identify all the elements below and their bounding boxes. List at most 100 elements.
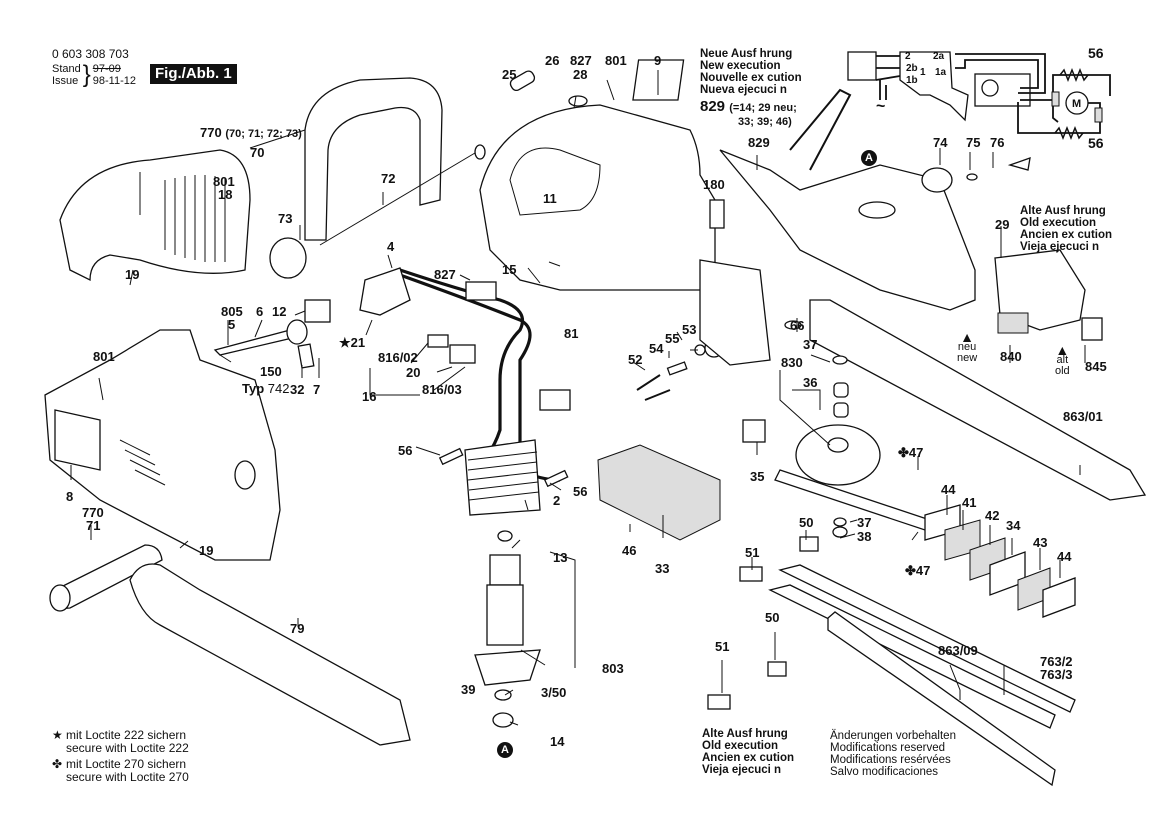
stand-value: 97-09 — [92, 63, 121, 75]
part-label: 79 — [290, 621, 305, 636]
note-de: Alte Ausf hrung — [702, 728, 788, 740]
club-icon: ✤ — [905, 563, 916, 578]
arrow-up-icon: ▲ — [960, 329, 975, 345]
part-label: 863/09 — [938, 643, 978, 658]
cover-ribs — [164, 175, 226, 262]
part-label: 51 — [745, 545, 760, 560]
bearing-14 — [492, 712, 514, 728]
kit-770-part: 770 — [200, 125, 222, 140]
gear-hub — [827, 437, 849, 453]
cover-plate-8 — [54, 409, 101, 471]
legend-club: ✤ mit Loctite 270 sichern secure with Lo… — [52, 758, 189, 784]
nut-75 — [966, 173, 978, 181]
part-label: 11 — [543, 191, 557, 206]
handle-knob-73 — [269, 237, 307, 279]
leader-lines — [70, 70, 1086, 726]
stator-laminations — [467, 451, 540, 501]
part-label: 26 — [545, 53, 560, 68]
part-label: 18 — [218, 187, 233, 202]
part-label: 5 — [228, 317, 236, 332]
plate-44b — [1042, 577, 1076, 618]
part-label: 66 — [790, 318, 805, 333]
typ-value: 742 — [267, 381, 290, 396]
new-execution-note: Neue Ausf hrung New execution Nouvelle e… — [700, 48, 802, 96]
kit-770-contents: (70; 71; 72; 73) — [225, 128, 302, 140]
base-rail-79 — [129, 563, 411, 746]
part-label: 32 — [290, 382, 305, 397]
clip-76 — [1007, 157, 1031, 171]
motor-cover-18 — [59, 149, 251, 282]
label-180 — [709, 199, 725, 229]
part-label: 8 — [66, 489, 74, 504]
cable-grommet — [286, 319, 308, 345]
kit-829-part: 829 — [700, 98, 726, 115]
part-label: 53 — [682, 322, 697, 337]
clamp-51b — [707, 694, 731, 710]
brace: } — [82, 61, 91, 88]
legend-star-en: secure with Loctite 222 — [66, 741, 189, 755]
part-label: 816/03 — [422, 382, 462, 397]
bushing-36b — [833, 402, 849, 418]
part-label: 56 — [1088, 135, 1104, 151]
notice-en: Modifications reserved — [830, 742, 946, 754]
typ-label: Typ 742 — [242, 382, 289, 396]
kit-829-contents-2: 33; 39; 46) — [738, 116, 792, 128]
part-label: 38 — [857, 529, 872, 544]
issue-label: Issue — [52, 75, 79, 87]
part-label: 70 — [250, 145, 265, 160]
star-icon: ★ — [339, 335, 351, 350]
part-label: 840 — [1000, 349, 1022, 364]
note-en: New execution — [700, 60, 781, 72]
part-label: 75 — [966, 135, 981, 150]
part-label: 36 — [803, 375, 818, 390]
tube-end — [49, 584, 71, 612]
gearbox-829 — [719, 149, 976, 311]
note-en: Old execution — [702, 740, 779, 752]
note-de: Neue Ausf hrung — [700, 48, 793, 60]
part-label: 845 — [1085, 359, 1107, 374]
part-label: 816/02 — [378, 350, 418, 365]
kit-829-contents-1: (=14; 29 neu; — [729, 102, 797, 114]
part-label: 16 — [362, 389, 377, 404]
part-label: 39 — [461, 682, 476, 697]
part-label: 801 — [605, 53, 627, 68]
note-fr: Ancien ex cution — [702, 752, 795, 764]
part-label: 827 — [434, 267, 456, 282]
note-de: Alte Ausf hrung — [1020, 205, 1106, 217]
part-number: 47 — [908, 445, 924, 460]
loctite-legend: ★ mit Loctite 222 sichern secure with Lo… — [52, 729, 189, 784]
gear-830 — [795, 424, 881, 486]
part-label: 14 — [550, 734, 565, 749]
arrow-up-icon: ▲ — [1055, 342, 1070, 358]
housing-left-801 — [44, 329, 281, 561]
plate-845 — [1081, 317, 1103, 341]
part-label: 50 — [765, 610, 780, 625]
wiring-schematic — [847, 51, 1111, 141]
knob-74 — [921, 167, 953, 193]
part-label: 763/3 — [1040, 667, 1073, 682]
notice-de: Änderungen vorbehalten — [830, 730, 956, 742]
guide-35 — [742, 419, 766, 443]
part-label: 805 — [221, 304, 243, 319]
note-fr: Ancien ex cution — [1020, 229, 1113, 241]
part-label-starred: ★21 — [339, 336, 365, 350]
spring-56a — [438, 447, 464, 466]
part-label: 29 — [995, 217, 1010, 232]
part-label: 56 — [1088, 45, 1104, 61]
part-label: 46 — [622, 543, 637, 558]
part-label: 72 — [381, 171, 396, 186]
blade-guard-863-09 — [827, 611, 1056, 787]
terminal-1b: 1b — [906, 75, 918, 86]
part-label: 6 — [256, 304, 264, 319]
part-label-club: ✤47 — [905, 564, 930, 578]
part-label: 51 — [715, 639, 730, 654]
fan — [474, 649, 541, 686]
part-label: 803 — [602, 661, 624, 676]
washer — [474, 144, 486, 160]
note-es: Vieja ejecuci n — [1020, 241, 1100, 253]
part-label: 829 — [748, 135, 770, 150]
notice-es: Salvo modificaciones — [830, 766, 939, 778]
part-number: 21 — [350, 335, 366, 350]
part-label: 770 — [82, 505, 104, 520]
